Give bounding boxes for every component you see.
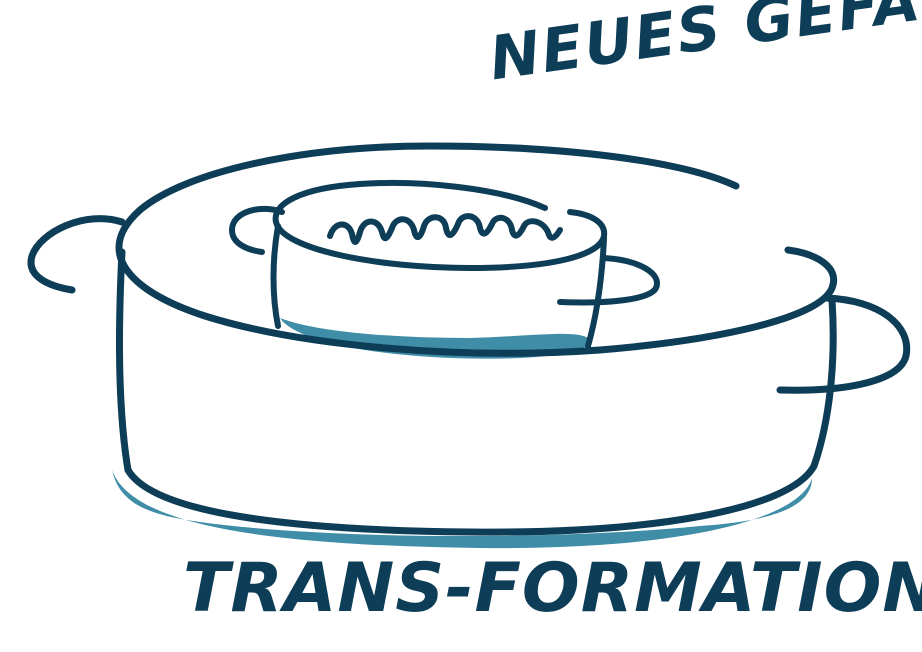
large-vessel-left-wall	[116, 248, 132, 474]
large-vessel-bottom	[124, 462, 818, 536]
small-vessel-right-wall	[585, 235, 607, 349]
small-vessel-rim	[272, 180, 608, 271]
large-vessel-right-wall	[810, 296, 837, 470]
large-vessel-right-handle	[776, 294, 911, 394]
small-vessel-right-handle	[557, 255, 660, 306]
large-vessel-left-handle	[27, 215, 126, 294]
small-vessel-contents	[327, 213, 563, 245]
small-vessel-left-handle	[229, 205, 285, 255]
large-vessel-rim	[115, 142, 838, 357]
transformation-caption: TRANS-FORMATION	[183, 549, 922, 628]
small-vessel-left-wall	[270, 223, 281, 329]
